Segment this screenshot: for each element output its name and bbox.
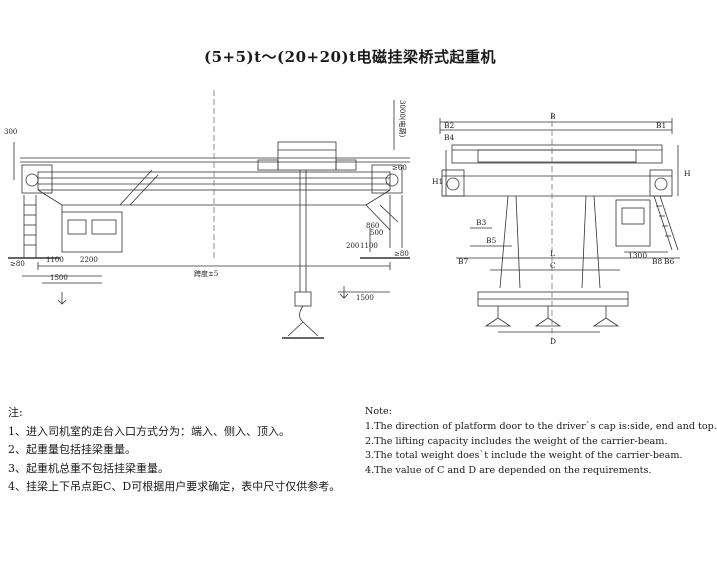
dim-B5: B5 (486, 236, 497, 245)
notes-en-heading: Note: (365, 406, 392, 417)
dim-ge80-right: ≥80 (394, 250, 409, 258)
dim-500: 500 (370, 229, 383, 237)
left-side-view (8, 90, 410, 339)
dim-3000: 3000(电葫) (398, 100, 407, 138)
dim-ge80-left: ≥80 (10, 260, 25, 268)
notes-english: Note: 1.The direction of platform door t… (365, 405, 717, 479)
dim-D: D (550, 337, 556, 346)
notes-zh-item: 3、起重机总重不包括挂梁重量。 (8, 461, 169, 475)
notes-en-item: 1.The direction of platform door to the … (365, 420, 717, 432)
notes-zh-item: 1、进入司机室的走台入口方式分为：端入、侧入、顶入。 (8, 424, 290, 438)
dim-200: 200 (346, 242, 359, 250)
crane-drawing: 300 1100 2200 1500 1500 500 200 1100 ≥80… (4, 90, 691, 346)
notes-chinese: 注: 1、进入司机室的走台入口方式分为：端入、侧入、顶入。 2、起重量包括挂梁重… (8, 404, 348, 497)
dim-2200: 2200 (80, 256, 98, 264)
dim-ge60: ≥60 (392, 164, 407, 172)
notes-zh-item: 4、挂梁上下吊点距C、D可根据用户要求确定，表中尺寸仅供参考。 (8, 480, 341, 493)
dim-860: 860 (366, 222, 379, 230)
dim-B: B (550, 112, 556, 121)
notes-en-item: 2.The lifting capacity includes the weig… (365, 435, 668, 447)
dim-1100-right: 1100 (360, 242, 378, 250)
notes-en-item: 4.The value of C and D are depended on t… (365, 465, 652, 477)
dim-B8: B8 (652, 257, 663, 266)
notes-zh-heading: 注: (8, 406, 23, 419)
drawing-title: (5+5)t～(20+20)t电磁挂梁桥式起重机 (203, 48, 496, 66)
notes-en-item: 3.The total weight does`t include the we… (365, 450, 683, 462)
dim-1300: 1300 (628, 251, 647, 260)
dim-H: H (684, 169, 691, 178)
dim-300: 300 (4, 128, 17, 136)
dim-B1: B1 (656, 121, 666, 130)
dim-B6: B6 (664, 257, 675, 266)
dim-1500-left: 1500 (50, 274, 68, 282)
dim-L: L (550, 249, 555, 258)
dim-span: 跨度±5 (194, 269, 218, 278)
dim-1100: 1100 (46, 256, 64, 264)
dim-1500-right: 1500 (356, 294, 374, 302)
dim-B4: B4 (444, 133, 455, 142)
dim-C: C (550, 261, 556, 270)
right-end-view (439, 112, 680, 340)
dim-H1: H1 (432, 177, 443, 186)
dim-B2: B2 (444, 121, 455, 130)
notes-zh-item: 2、起重量包括挂梁重量。 (8, 443, 136, 456)
dim-B3: B3 (476, 218, 487, 227)
dim-B7: B7 (458, 257, 469, 266)
